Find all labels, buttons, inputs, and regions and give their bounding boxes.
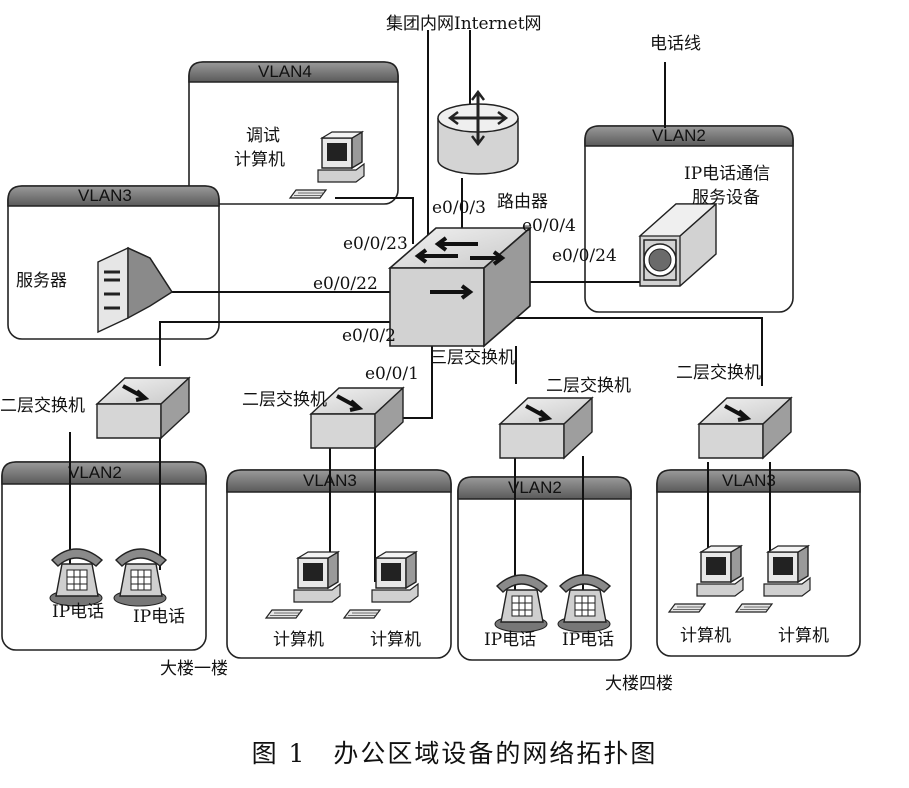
figure-caption: 图 1 办公区域设备的网络拓扑图 [251, 739, 658, 768]
port-e0-0-24: e0/0/24 [552, 246, 617, 266]
ip-phone-label: IP电话 [52, 602, 105, 622]
l2-switch-1 [95, 376, 191, 440]
server-label: 服务器 [16, 271, 67, 291]
l3-switch-label: 三层交换机 [430, 348, 515, 368]
vlan3-server-header: VLAN3 [78, 186, 132, 205]
computer-label: 计算机 [370, 630, 421, 650]
l2-switch-4 [697, 396, 793, 460]
server-icon [97, 246, 173, 334]
ip-server-label-2: 服务设备 [692, 188, 760, 208]
ip-server-label-1: IP电话通信 [684, 164, 771, 184]
floor-1-label: 大楼一楼 [160, 659, 228, 679]
connection-lines [69, 30, 771, 595]
l2-switch-3-label: 二层交换机 [546, 376, 631, 396]
port-e0-0-22: e0/0/22 [313, 274, 378, 294]
port-e0-0-2: e0/0/2 [342, 326, 396, 346]
internet-label: 集团内网Internet网 [386, 14, 542, 34]
vlan2-ip-header: VLAN2 [652, 126, 706, 145]
computer-label: 计算机 [680, 626, 731, 646]
l2-switch-1-label: 二层交换机 [0, 396, 85, 416]
ip-phone-label: IP电话 [484, 630, 537, 650]
computer-label: 计算机 [778, 626, 829, 646]
l2-switch-2-label: 二层交换机 [242, 390, 327, 410]
port-e0-0-1: e0/0/1 [365, 364, 419, 384]
floor-4-label: 大楼四楼 [605, 674, 673, 694]
floor4-vlan2-header: VLAN2 [508, 478, 562, 497]
ip-phone-server-icon [638, 203, 718, 287]
ip-phone-label: IP电话 [562, 630, 615, 650]
port-e0-0-23: e0/0/23 [343, 234, 408, 254]
phone-line-label: 电话线 [650, 34, 701, 54]
floor1-vlan2-header: VLAN2 [68, 463, 122, 482]
l2-switch-3 [498, 396, 594, 460]
floor4-vlan3-header: VLAN3 [722, 471, 776, 490]
floor1-vlan3-header: VLAN3 [303, 471, 357, 490]
router [437, 89, 519, 175]
computer-label: 计算机 [273, 630, 324, 650]
ip-phone-label: IP电话 [133, 607, 186, 627]
debug-pc-label-2: 计算机 [234, 150, 285, 170]
router-label: 路由器 [497, 192, 548, 212]
port-e0-0-4: e0/0/4 [522, 216, 576, 236]
vlan4-box [188, 61, 399, 205]
vlan4-header: VLAN4 [258, 62, 312, 81]
port-e0-0-3: e0/0/3 [432, 198, 486, 218]
l3-switch [387, 226, 533, 348]
debug-pc-label-1: 调试 [246, 126, 280, 146]
l2-switch-4-label: 二层交换机 [676, 363, 761, 383]
